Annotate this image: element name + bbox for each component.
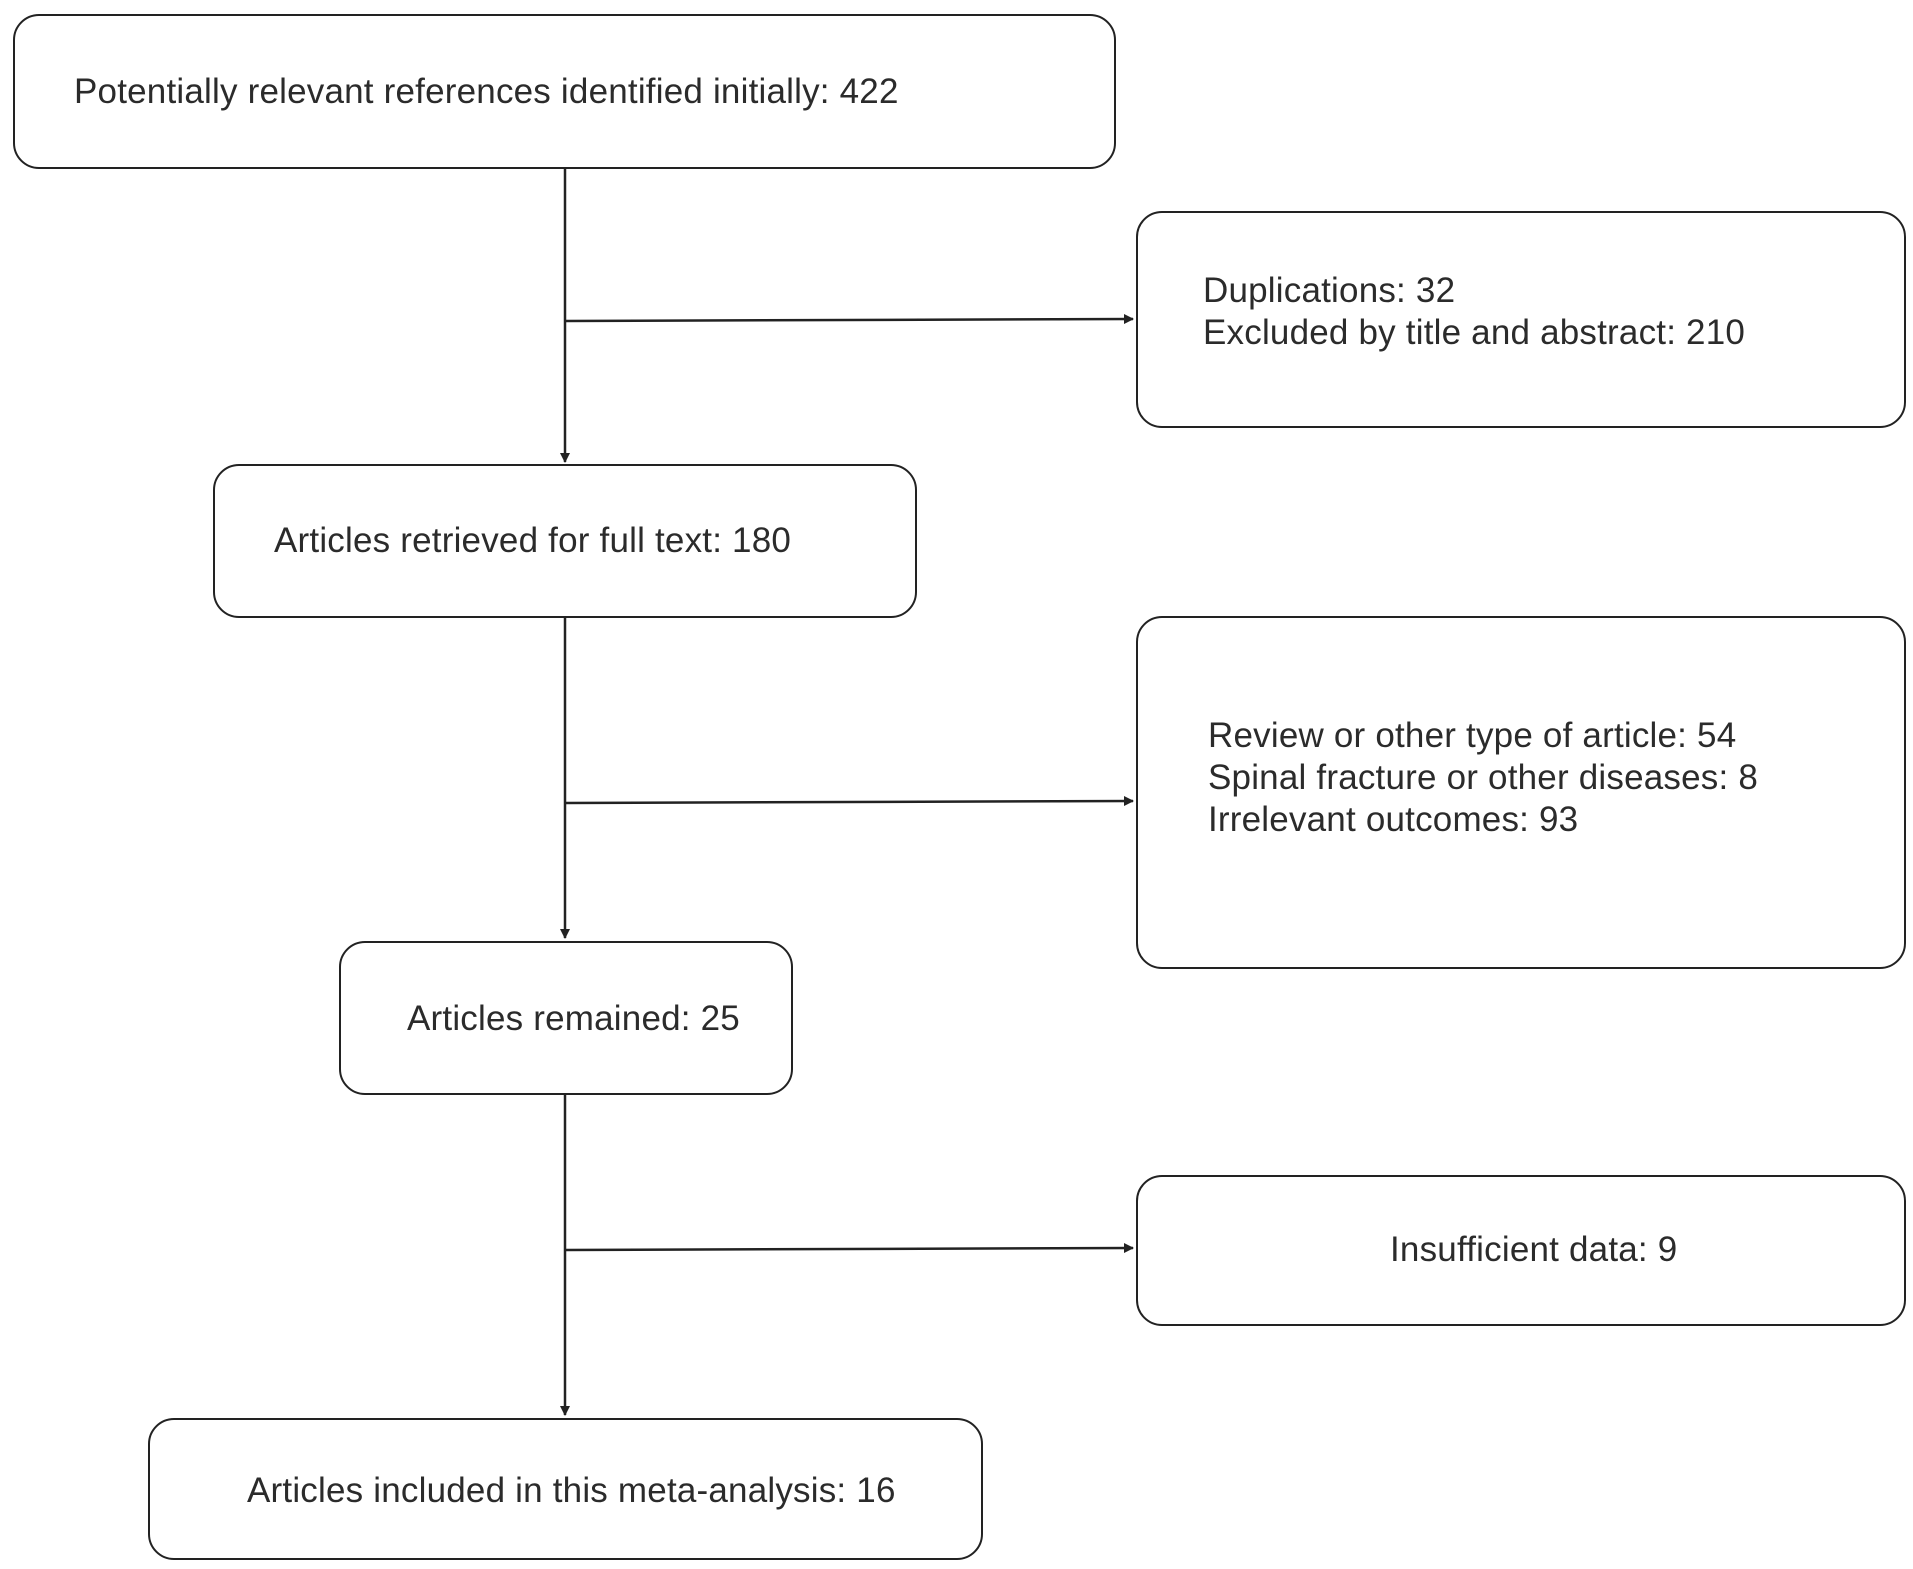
excluded-title-abstract-label: Excluded by title and abstract: 210: [1203, 313, 1746, 352]
identified-label: Potentially relevant references identifi…: [74, 72, 899, 111]
spinal-fracture-label: Spinal fracture or other diseases: 8: [1208, 758, 1758, 797]
full-text-label: Articles retrieved for full text: 180: [274, 521, 792, 560]
arrow-to-exclusion-3: [564, 1243, 1134, 1254]
identified-box: Potentially relevant references identifi…: [13, 14, 1116, 169]
exclusion-box-1: Duplications: 32 Excluded by title and a…: [1136, 211, 1906, 428]
duplications-label: Duplications: 32: [1203, 271, 1456, 310]
included-box: Articles included in this meta-analysis:…: [148, 1418, 983, 1560]
exclusion-box-3: Insufficient data: 9: [1136, 1175, 1906, 1326]
arrow-to-exclusion-2: [564, 796, 1134, 807]
insufficient-data-label: Insufficient data: 9: [1390, 1230, 1678, 1269]
remained-label: Articles remained: 25: [407, 999, 740, 1038]
exclusion-1-text: Duplications: 32 Excluded by title and a…: [1203, 270, 1745, 354]
exclusion-box-2: Review or other type of article: 54 Spin…: [1136, 616, 1906, 969]
remained-box: Articles remained: 25: [339, 941, 793, 1095]
arrow-to-exclusion-1: [564, 314, 1134, 325]
full-text-box: Articles retrieved for full text: 180: [213, 464, 917, 618]
review-article-label: Review or other type of article: 54: [1208, 716, 1737, 755]
exclusion-2-text: Review or other type of article: 54 Spin…: [1208, 715, 1758, 841]
irrelevant-outcomes-label: Irrelevant outcomes: 93: [1208, 800, 1579, 839]
included-label: Articles included in this meta-analysis:…: [247, 1471, 896, 1510]
